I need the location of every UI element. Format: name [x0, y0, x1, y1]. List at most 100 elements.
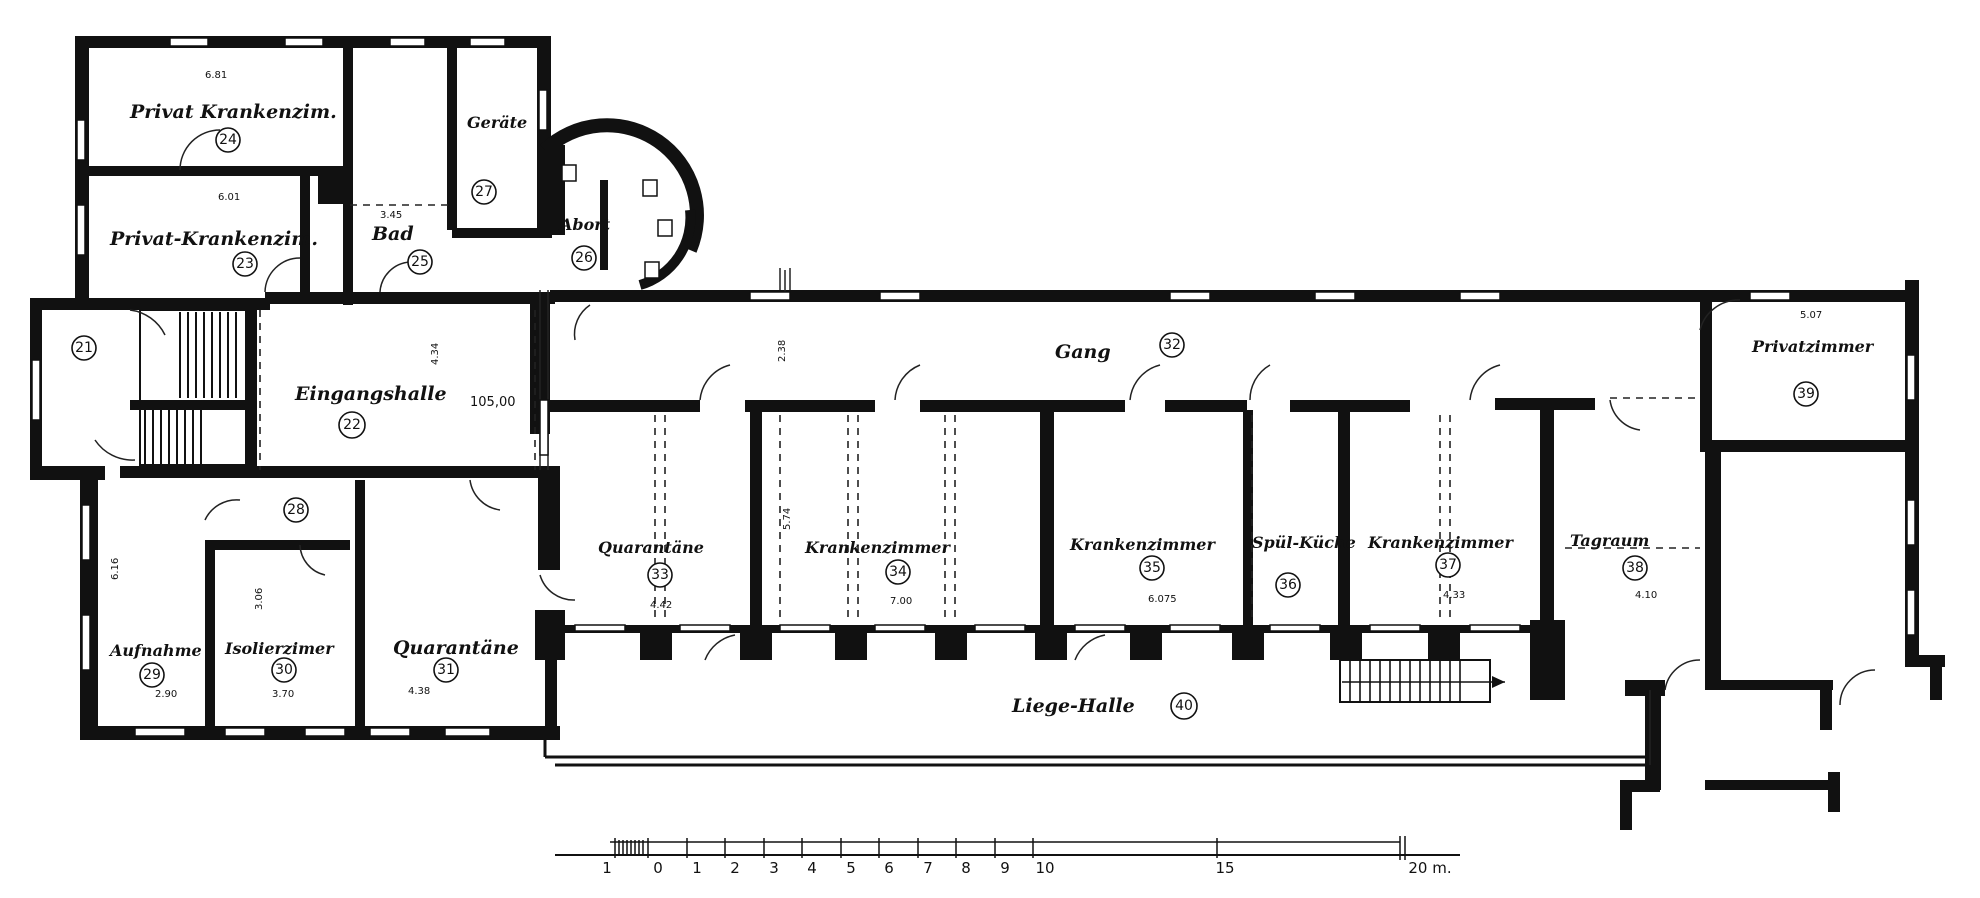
scale-tick-15: 15 — [1215, 859, 1234, 877]
scale-tick-20m: 20 m. — [1408, 859, 1451, 877]
room-30: Isolierzimer 30 — [224, 639, 335, 683]
scale-tick-10: 10 — [1035, 859, 1054, 877]
room-39-label: Privatzimmer — [1751, 337, 1875, 356]
room-37: Krankenzimmer 37 — [1367, 533, 1514, 578]
room-36-label: Spül-Küche — [1252, 533, 1356, 552]
room-26: Abort 26 — [558, 215, 611, 271]
dim-room-33-width: 4.42 — [650, 600, 672, 611]
room-23: Privat-Krankenzim. 23 — [109, 228, 318, 277]
room-27-label: Geräte — [467, 113, 527, 132]
dim-room-37-width: 4.33 — [1443, 590, 1465, 601]
room-21-number: 21 — [75, 340, 93, 356]
room-32-label: Gang — [1055, 341, 1111, 363]
room-32: Gang 32 — [1055, 332, 1185, 363]
scale-tick-3: 3 — [769, 859, 779, 877]
dim-room-38-width: 4.10 — [1635, 590, 1657, 601]
dim-room-23-width: 6.01 — [218, 192, 240, 203]
dim-room-34-width: 7.00 — [890, 596, 912, 607]
room-25-label: Bad — [371, 223, 414, 245]
room-28-number: 28 — [287, 502, 305, 518]
room-29-number: 29 — [143, 667, 161, 683]
room-25-number: 25 — [411, 254, 429, 270]
dim-room-25-width: 3.45 — [380, 210, 402, 221]
room-22-number: 22 — [343, 417, 361, 433]
dim-room-31-width: 4.38 — [408, 686, 430, 697]
room-37-label: Krankenzimmer — [1367, 533, 1514, 552]
dim-entrance: 4.34 — [430, 343, 441, 365]
room-31: Quarantäne 31 — [393, 637, 519, 683]
room-35-number: 35 — [1143, 560, 1161, 576]
abort-tower — [540, 118, 704, 290]
scale-tick-7: 7 — [923, 859, 933, 877]
room-26-number: 26 — [575, 250, 593, 266]
room-labels: Privat Krankenzim. 24 Privat-Krankenzim.… — [71, 101, 1875, 720]
thin-lines — [539, 268, 1655, 767]
room-35-label: Krankenzimmer — [1069, 535, 1216, 554]
room-28: 28 — [283, 497, 309, 523]
room-39-number: 39 — [1797, 386, 1815, 402]
room-22: Eingangshalle 22 105,00 — [294, 383, 516, 439]
room-36: Spül-Küche 36 — [1252, 533, 1356, 598]
room-39: Privatzimmer 39 — [1751, 337, 1875, 407]
scale-tick-minus1: 1 — [602, 859, 612, 877]
scale-tick-2: 2 — [730, 859, 740, 877]
room-24: Privat Krankenzim. 24 — [129, 101, 337, 153]
room-34: Krankenzimmer 34 — [804, 538, 951, 585]
room-32-number: 32 — [1163, 337, 1181, 353]
room-36-number: 36 — [1279, 577, 1297, 593]
room-40-number: 40 — [1175, 698, 1193, 714]
room-27-number: 27 — [475, 184, 493, 200]
room-27: Geräte 27 — [467, 113, 527, 205]
scale-tick-1: 1 — [692, 859, 702, 877]
room-24-number: 24 — [219, 132, 237, 148]
room-23-number: 23 — [236, 256, 254, 272]
room-29-label: Aufnahme — [108, 641, 202, 660]
room-31-number: 31 — [437, 662, 455, 678]
dim-room-30-height: 3.06 — [254, 588, 265, 610]
room-34-label: Krankenzimmer — [804, 538, 951, 557]
dashed-lines — [259, 204, 1700, 620]
room-38-number: 38 — [1626, 560, 1644, 576]
room-38: Tagraum 38 — [1570, 531, 1649, 581]
windows — [31, 37, 1916, 737]
room-22-elevation: 105,00 — [470, 395, 516, 410]
room-23-label: Privat-Krankenzim. — [109, 228, 318, 250]
room-21: 21 — [71, 335, 97, 361]
room-30-label: Isolierzimer — [224, 639, 335, 658]
room-29: Aufnahme 29 — [108, 641, 202, 688]
scale-tick-6: 6 — [884, 859, 894, 877]
dim-room-29-width: 2.90 — [155, 689, 177, 700]
stairs — [139, 309, 1505, 703]
dim-room-39-width: 5.07 — [1800, 310, 1822, 321]
dim-corridor: 2.38 — [777, 340, 788, 362]
room-40: Liege-Halle 40 — [1011, 692, 1198, 720]
room-34-number: 34 — [889, 564, 907, 580]
scale-tick-0: 0 — [653, 859, 663, 877]
room-35: Krankenzimmer 35 — [1069, 535, 1216, 581]
room-22-label: Eingangshalle — [294, 383, 447, 405]
room-40-label: Liege-Halle — [1011, 695, 1135, 717]
walls — [30, 36, 1945, 830]
room-30-number: 30 — [275, 662, 293, 678]
room-33: Quarantäne 33 — [598, 538, 704, 588]
scale-bar: 1 0 1 2 3 4 5 6 7 8 9 10 15 20 m. — [555, 836, 1460, 877]
room-24-label: Privat Krankenzim. — [129, 101, 337, 123]
dim-room-30-width: 3.70 — [272, 689, 294, 700]
scale-tick-4: 4 — [807, 859, 817, 877]
room-31-label: Quarantäne — [393, 637, 519, 659]
room-37-number: 37 — [1439, 557, 1457, 573]
dimension-labels: 6.81 6.01 3.45 2.90 3.70 4.38 4.42 7.00 … — [110, 70, 1822, 700]
scale-tick-9: 9 — [1000, 859, 1010, 877]
scale-tick-8: 8 — [961, 859, 971, 877]
dim-room-24-width: 6.81 — [205, 70, 227, 81]
dim-room-34-height: 5.74 — [782, 508, 793, 530]
scale-tick-5: 5 — [846, 859, 856, 877]
room-33-number: 33 — [651, 567, 669, 583]
room-26-label: Abort — [558, 215, 611, 234]
room-38-label: Tagraum — [1570, 531, 1649, 550]
dim-room-29-height: 6.16 — [110, 558, 121, 580]
room-25: Bad 25 — [371, 223, 433, 275]
room-33-label: Quarantäne — [598, 538, 704, 557]
dim-room-35-width: 6.075 — [1148, 594, 1177, 605]
